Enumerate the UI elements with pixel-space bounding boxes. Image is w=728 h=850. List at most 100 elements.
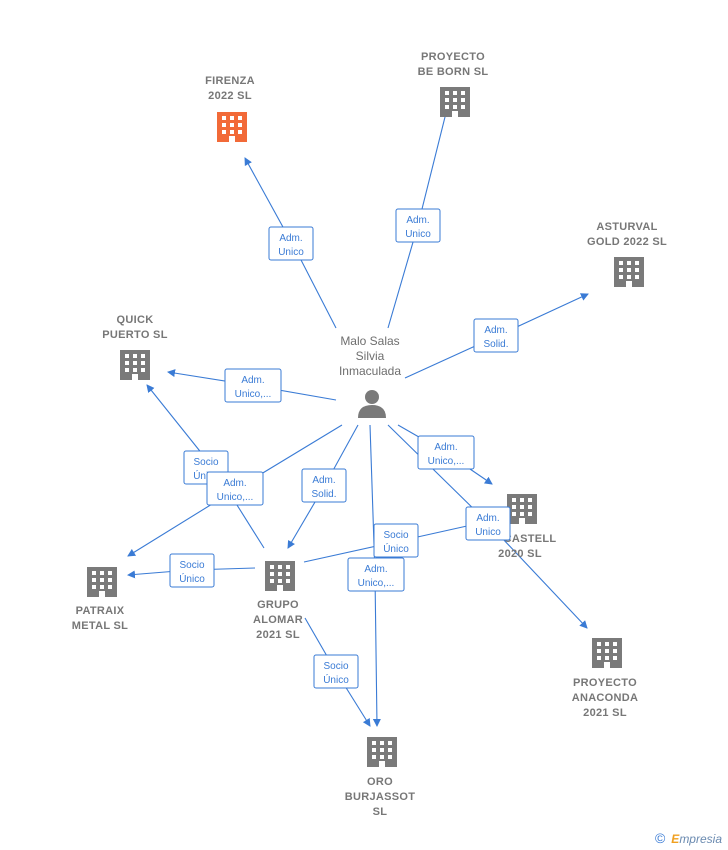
svg-text:Silvia: Silvia — [356, 349, 385, 363]
role-box-alomar-patraix[interactable]: Socio Único — [169, 553, 215, 588]
building-icon — [614, 257, 644, 287]
brand-logo-text: mpresia — [679, 832, 722, 846]
role-text: Adm. — [484, 325, 507, 336]
company-name-line: FIRENZA — [205, 75, 255, 87]
role-text: Único — [383, 542, 409, 555]
svg-text:2022 SL: 2022 SL — [208, 90, 252, 102]
svg-text:Unico: Unico — [278, 247, 304, 258]
svg-text:Unico,...: Unico,... — [235, 389, 272, 400]
svg-text:BURJASSOT: BURJASSOT — [345, 791, 416, 803]
company-node-be-born[interactable]: PROYECTO BE BORN SL — [418, 51, 489, 117]
brand-logo-letter: E — [671, 832, 680, 846]
company-node-oro-burjassot[interactable]: ORO BURJASSOT SL — [345, 737, 416, 818]
svg-text:Socio: Socio — [323, 661, 348, 672]
svg-text:Adm.: Adm. — [241, 375, 264, 386]
role-box-patraix[interactable]: Adm. Unico,... — [206, 471, 264, 506]
svg-text:Adm.: Adm. — [312, 475, 335, 486]
company-name-line: GOLD 2022 SL — [587, 236, 667, 248]
company-name-line: GRUPO — [257, 599, 299, 611]
svg-text:Malo Salas: Malo Salas — [340, 334, 399, 348]
svg-text:Adm.: Adm. — [484, 325, 507, 336]
svg-text:ANACONDA: ANACONDA — [572, 692, 639, 704]
brand-logo[interactable]: Empresia — [671, 832, 722, 846]
building-icon — [87, 567, 117, 597]
svg-text:Único: Único — [179, 572, 205, 585]
role-text: Adm. — [312, 475, 335, 486]
svg-text:Unico,...: Unico,... — [358, 578, 395, 589]
company-name-line: ALOMAR — [253, 614, 303, 626]
svg-text:2020 SL: 2020 SL — [498, 548, 542, 560]
company-node-anaconda[interactable]: PROYECTO ANACONDA 2021 SL — [572, 638, 639, 719]
role-box-alomar[interactable]: Adm. Solid. — [301, 468, 347, 503]
role-text: Adm. — [241, 375, 264, 386]
role-text: Solid. — [311, 489, 336, 500]
company-node-quick-puerto[interactable]: QUICK PUERTO SL — [102, 314, 167, 380]
role-text: Unico — [278, 247, 304, 258]
role-text: Unico — [475, 527, 501, 538]
company-name-line: ORO — [367, 776, 393, 788]
building-icon — [440, 87, 470, 117]
building-icon — [507, 494, 537, 524]
building-icon — [592, 638, 622, 668]
svg-text:ORO: ORO — [367, 776, 393, 788]
role-box-oro[interactable]: Adm. Unico,... — [347, 557, 405, 592]
role-box-alomar-oro[interactable]: Socio Único — [313, 654, 359, 689]
svg-text:Unico,...: Unico,... — [428, 456, 465, 467]
brand-footer: © Empresia — [655, 830, 722, 846]
role-box-anaconda[interactable]: Adm. Unico — [465, 506, 511, 541]
svg-text:Solid.: Solid. — [311, 489, 336, 500]
svg-text:Socio: Socio — [383, 530, 408, 541]
company-name-line: BE BORN SL — [418, 66, 489, 78]
svg-text:Inmaculada: Inmaculada — [339, 364, 401, 378]
role-text: Socio — [383, 530, 408, 541]
company-name-line: METAL SL — [72, 620, 128, 632]
svg-text:Adm.: Adm. — [476, 513, 499, 524]
role-box-asturval[interactable]: Adm. Solid. — [473, 318, 519, 353]
copyright-symbol: © — [654, 830, 666, 846]
role-text: Adm. — [406, 215, 429, 226]
role-text: Socio — [193, 457, 218, 468]
role-box-castell-socio[interactable]: Socio Único — [373, 523, 419, 558]
company-name-line: CASTELL — [504, 533, 557, 545]
person-node[interactable]: Malo Salas Silvia Inmaculada — [339, 334, 401, 418]
role-box-castell[interactable]: Adm. Unico,... — [417, 435, 475, 470]
role-text: Adm. — [364, 564, 387, 575]
company-name-line: 2022 SL — [208, 90, 252, 102]
person-name-line: Silvia — [356, 349, 385, 363]
role-text: Unico,... — [235, 389, 272, 400]
role-text: Adm. — [434, 442, 457, 453]
svg-text:Solid.: Solid. — [483, 339, 508, 350]
company-node-castell[interactable]: CASTELL 2020 SL — [498, 494, 556, 560]
person-name-line: Inmaculada — [339, 364, 401, 378]
svg-text:PUERTO SL: PUERTO SL — [102, 329, 167, 341]
company-node-grupo-alomar[interactable]: GRUPO ALOMAR 2021 SL — [253, 561, 303, 641]
building-icon — [120, 350, 150, 380]
building-icon — [367, 737, 397, 767]
company-node-asturval[interactable]: ASTURVAL GOLD 2022 SL — [587, 221, 667, 287]
company-name-line: PATRAIX — [76, 605, 125, 617]
company-node-firenza[interactable]: FIRENZA 2022 SL — [205, 75, 255, 142]
company-name-line: ANACONDA — [572, 692, 639, 704]
svg-text:BE BORN SL: BE BORN SL — [418, 66, 489, 78]
person-icon — [358, 390, 386, 418]
role-text: Único — [323, 673, 349, 686]
role-box-firenza[interactable]: Adm. Unico — [268, 226, 314, 261]
role-text: Unico — [405, 229, 431, 240]
svg-text:Adm.: Adm. — [434, 442, 457, 453]
company-node-patraix[interactable]: PATRAIX METAL SL — [72, 567, 128, 632]
svg-text:PROYECTO: PROYECTO — [573, 677, 637, 689]
svg-text:2021 SL: 2021 SL — [256, 629, 300, 641]
role-box-quick[interactable]: Adm. Unico,... — [224, 368, 282, 403]
company-name-line: 2020 SL — [498, 548, 542, 560]
company-name-line: 2021 SL — [583, 707, 627, 719]
role-box-be-born[interactable]: Adm. Unico — [395, 208, 441, 243]
svg-text:Unico,...: Unico,... — [217, 492, 254, 503]
svg-text:PROYECTO: PROYECTO — [421, 51, 485, 63]
svg-text:QUICK: QUICK — [117, 314, 154, 326]
building-icon — [217, 112, 247, 142]
svg-text:Adm.: Adm. — [279, 233, 302, 244]
svg-text:ALOMAR: ALOMAR — [253, 614, 303, 626]
company-name-line: 2021 SL — [256, 629, 300, 641]
svg-text:FIRENZA: FIRENZA — [205, 75, 255, 87]
